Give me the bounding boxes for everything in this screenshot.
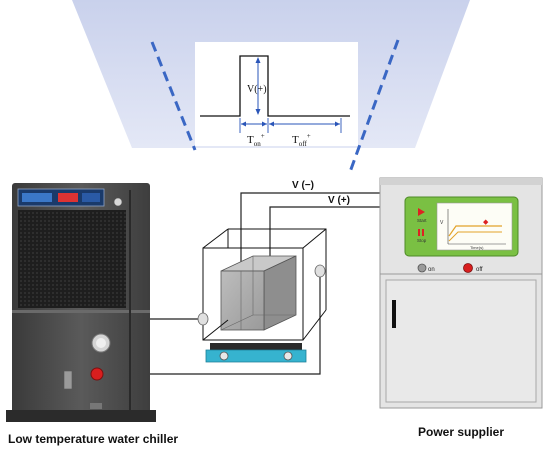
screen-curve-1 xyxy=(448,225,502,237)
chiller-level-window xyxy=(63,370,73,390)
start-icon xyxy=(418,208,425,216)
stirrer-knob-right xyxy=(283,351,293,361)
power-supplier: Start Stop ◆ V Time(s) on off xyxy=(379,177,543,409)
supplier-door-handle xyxy=(392,300,396,328)
pulse-amplitude-label: V(+) xyxy=(247,84,267,95)
screen-curve-2 xyxy=(448,231,502,242)
pulse-waveform: V(+) Ton+ Toff+ xyxy=(200,55,350,148)
on-button xyxy=(417,263,427,273)
negative-wire-label: V (−) xyxy=(292,180,314,191)
pulse-signal-line xyxy=(200,55,350,117)
chiller-red-button xyxy=(90,367,104,381)
reaction-cell xyxy=(197,228,327,363)
chiller-top-knob xyxy=(113,197,123,207)
screen-axis-v: V xyxy=(440,220,444,226)
electrode-block xyxy=(220,270,265,331)
supplier-door xyxy=(385,279,537,403)
jacket-outlet-port xyxy=(314,264,326,278)
stop-label: Stop xyxy=(417,238,427,243)
water-chiller xyxy=(6,183,156,422)
screen-marker-icon: ◆ xyxy=(483,219,489,226)
left-projection-dashed-line xyxy=(150,41,197,151)
chiller-caption: Low temperature water chiller xyxy=(8,432,179,446)
off-button xyxy=(463,263,473,273)
magnetic-stirrer xyxy=(205,343,307,363)
jacket-inlet-port xyxy=(197,312,209,326)
ton-label: Ton+ xyxy=(247,132,265,148)
right-projection-dashed-line xyxy=(348,39,400,173)
toff-label: Toff+ xyxy=(292,132,311,148)
chiller-grille xyxy=(18,210,126,308)
cooling-jacket-frame xyxy=(202,247,304,341)
coolant-outlet-tube xyxy=(105,271,321,375)
supplier-caption: Power supplier xyxy=(418,425,505,439)
positive-wire xyxy=(269,206,380,272)
start-label: Start xyxy=(417,218,427,223)
on-label: on xyxy=(428,267,435,273)
off-label: off xyxy=(476,267,483,273)
screen-axis-time: Time(s) xyxy=(470,245,484,250)
coolant-tubes xyxy=(105,271,321,375)
stirrer-knob-left xyxy=(219,351,229,361)
positive-wire-label: V (+) xyxy=(328,195,350,206)
projection-panel xyxy=(72,0,470,173)
stop-icon xyxy=(418,229,420,236)
waveform-inset xyxy=(195,42,358,146)
